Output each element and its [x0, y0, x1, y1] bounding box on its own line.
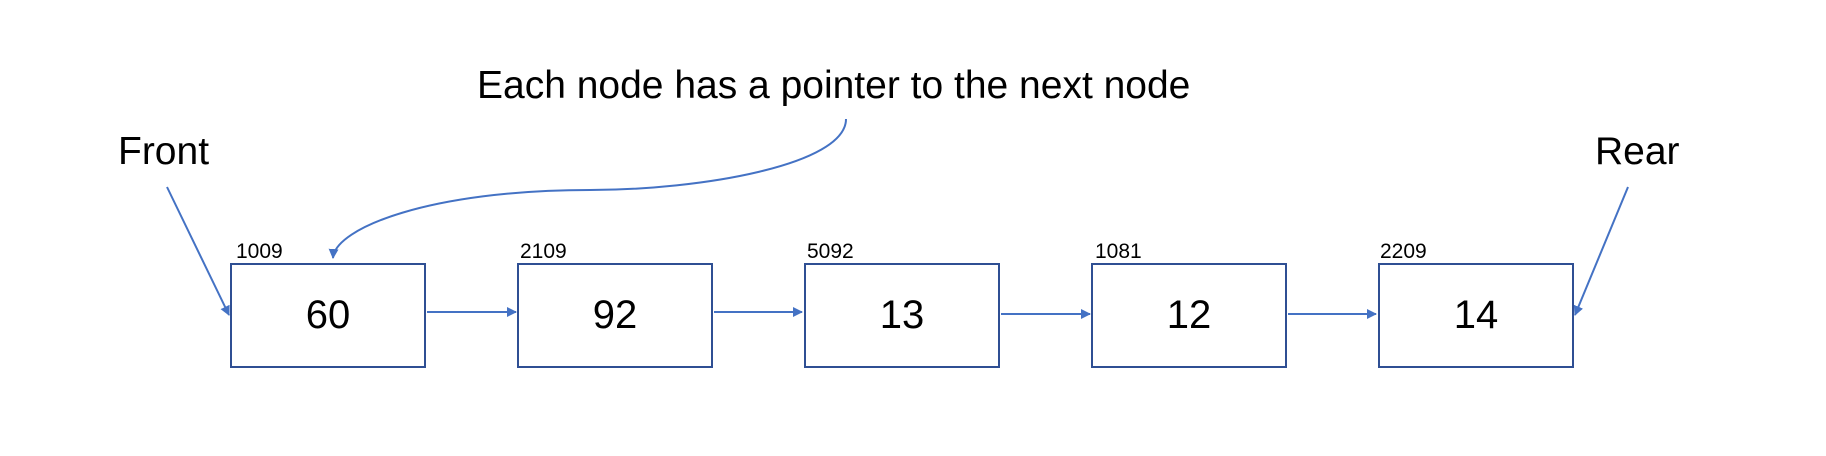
- annotation-text: Each node has a pointer to the next node: [477, 64, 1191, 107]
- node-value: 13: [879, 293, 925, 337]
- list-node: 14: [1378, 263, 1574, 368]
- front-label: Front: [118, 130, 210, 173]
- front-pointer-arrow: [166, 186, 230, 316]
- node-value: 60: [305, 293, 351, 337]
- list-node: 12: [1091, 263, 1287, 368]
- list-node: 92: [517, 263, 713, 368]
- node-address: 5092: [807, 240, 854, 263]
- node-value: 14: [1453, 293, 1499, 337]
- rear-label: Rear: [1595, 130, 1680, 173]
- list-node: 13: [804, 263, 1000, 368]
- list-node: 60: [230, 263, 426, 368]
- node-address: 1081: [1095, 240, 1142, 263]
- rear-pointer-arrow: [1573, 186, 1629, 316]
- node-value: 12: [1166, 293, 1212, 337]
- node-address: 2209: [1380, 240, 1427, 263]
- node-address: 1009: [236, 240, 283, 263]
- node-address: 2109: [520, 240, 567, 263]
- node-value: 92: [592, 293, 638, 337]
- annotation-pointer-arrow: [328, 118, 847, 259]
